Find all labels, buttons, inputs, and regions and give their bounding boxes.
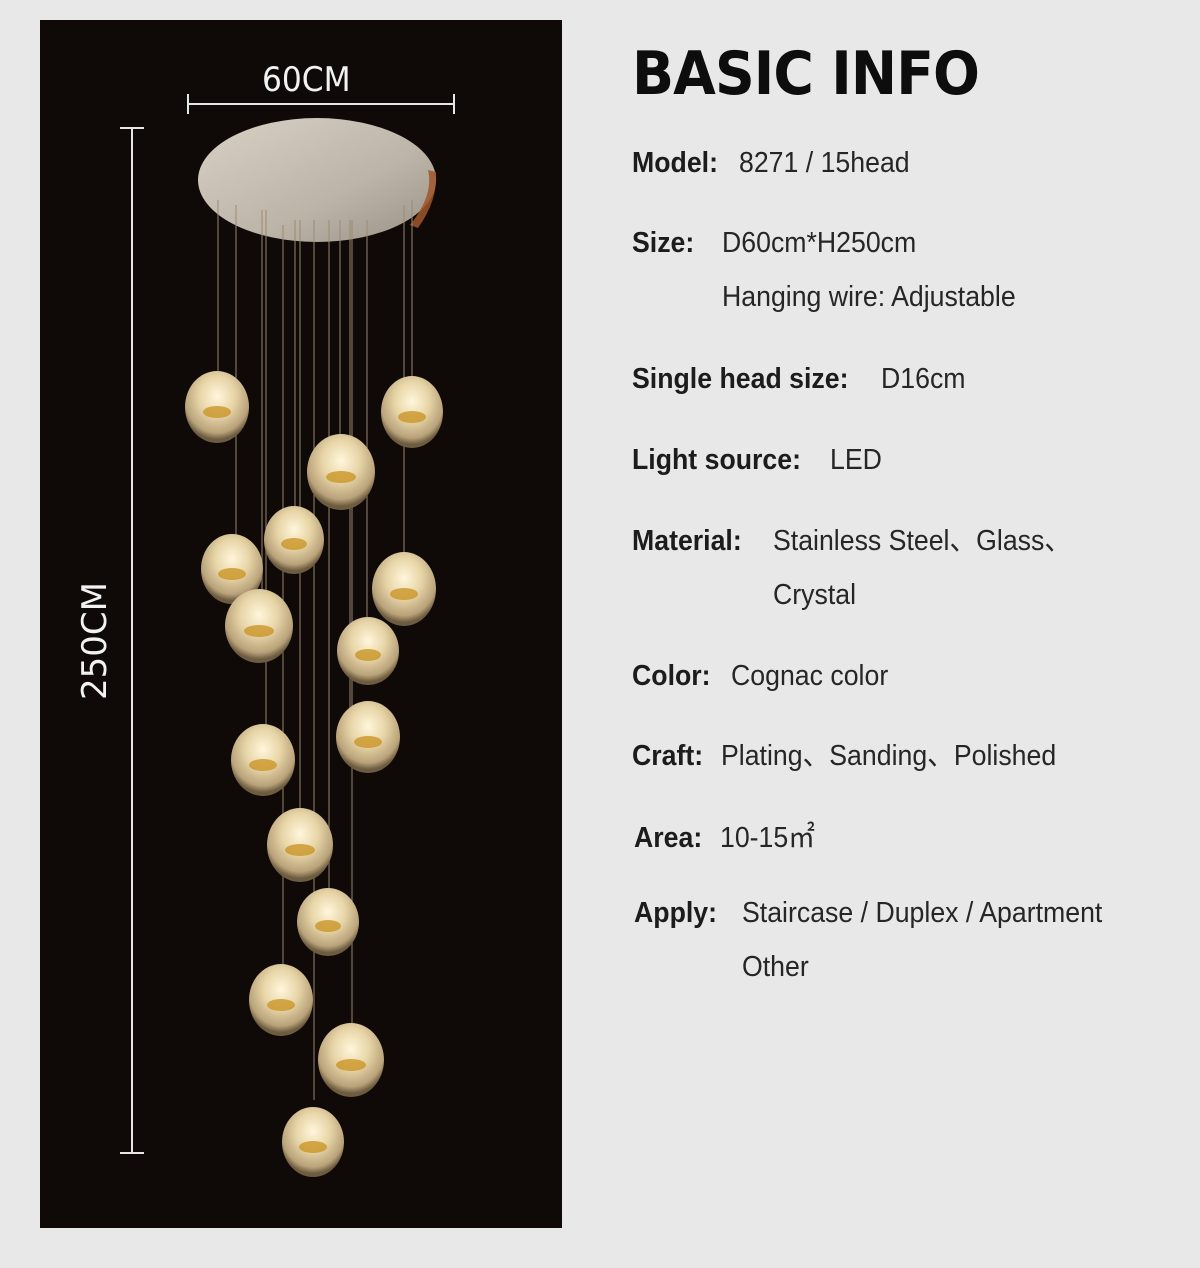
spec-row-size: Size: D60cm*H250cm Hanging wire: Adjusta… [632,216,1041,324]
spec-value: D60cm*H250cm [721,227,916,259]
spec-label: Light source: [632,444,801,476]
spec-value: 8271 / 15head [739,147,911,179]
spec-label: Color: [632,660,711,692]
pendant-globes [185,371,443,1177]
height-dimension-label: 250CM [75,582,115,700]
height-dimension-line [120,127,144,1154]
spec-value: Staircase / Duplex / Apartment [742,897,1103,929]
spec-label: Craft: [632,740,704,772]
spec-row-apply: Apply: Staircase / Duplex / Apartment Ot… [634,886,1134,994]
chandelier-illustration [120,94,455,1177]
spec-row-light-source: Light source: LED [632,433,886,487]
spec-row-area: Area: 10-15㎡ [634,811,823,865]
spec-value: Hanging wire: Adjustable [721,281,1016,313]
spec-row-model: Model: 8271 / 15head [632,136,925,190]
spec-label: Area: [634,822,703,854]
spec-label: Model: [632,147,718,179]
spec-value: Cognac color [731,660,889,692]
spec-value: Stainless Steel、Glass、 [773,525,1072,557]
spec-label: Single head size: [632,363,849,395]
spec-row-color: Color: Cognac color [632,649,902,703]
basic-info-panel: BASIC INFO Model: 8271 / 15head Size: D6… [632,38,1192,983]
spec-value: Other [742,951,809,983]
spec-value: Plating、Sanding、Polished [721,740,1057,772]
spec-label: Material: [632,525,742,557]
basic-info-title: BASIC INFO [632,39,980,109]
spec-value: D16cm [881,363,966,395]
product-photo: 60CM 250CM [40,20,562,1228]
spec-label: Size: [632,227,695,259]
spec-row-material: Material: Stainless Steel、Glass、 Crystal [632,514,1097,622]
spec-row-craft: Craft: Plating、Sanding、Polished [632,729,1086,783]
width-dimension-label: 60CM [262,60,351,100]
spec-row-single-head-size: Single head size: D16cm [632,352,973,406]
spec-label: Apply: [634,897,718,929]
spec-value: Crystal [773,579,857,611]
width-dimension-line [187,94,455,114]
spec-value: 10-15㎡ [720,822,816,854]
spec-value: LED [829,444,882,476]
